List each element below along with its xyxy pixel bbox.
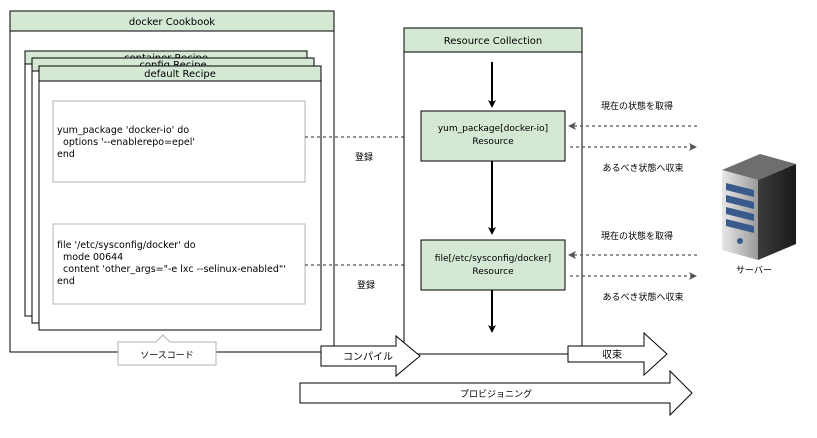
cookbook-header [9, 10, 335, 32]
resource-collection-header [403, 27, 583, 53]
compile-label: コンパイル [343, 351, 393, 363]
register-label-1: 登録 [355, 151, 373, 163]
resource-collection-title: Resource Collection [444, 36, 543, 47]
converge-state-label-1: あるべき状態へ収束 [602, 162, 683, 174]
code-block-yum: yum_package 'docker-io' do options '--en… [0, 0, 306, 183]
compile-arrow: コンパイル [320, 334, 421, 378]
recipe-title-default: default Recipe [144, 69, 216, 80]
source-code-callout: ソースコード [117, 334, 217, 366]
cookbook-title: docker Cookbook [129, 17, 215, 28]
code-line: content 'other_args="-e lxc --selinux-en… [57, 264, 286, 275]
server-icon [722, 154, 796, 260]
provisioning-label: プロビジョニング [460, 388, 532, 400]
register-arrows: 登録 登録 [305, 133, 422, 291]
code-line: options '--enablerepo=epel' [57, 137, 195, 148]
state-arrows: 現在の状態を取得 あるべき状態へ収束 現在の状態を取得 あるべき状態へ収束 [568, 100, 697, 303]
get-current-state-label-1: 現在の状態を取得 [601, 100, 673, 112]
code-line: file '/etc/sysconfig/docker' do [57, 240, 196, 251]
resource-type: Resource [472, 267, 514, 277]
svg-text:file '/etc/sysconfig/docker' d: file '/etc/sysconfig/docker' do mode 006… [57, 240, 289, 287]
resource-file [420, 239, 566, 291]
converge-phase-label: 収束 [602, 349, 622, 361]
code-line: yum_package 'docker-io' do [57, 125, 189, 136]
code-line: end [57, 276, 75, 287]
server-label: サーバー [736, 265, 772, 276]
resource-name: yum_package[docker-io] [438, 124, 548, 134]
svg-text:yum_package 'docker-io' do: yum_package 'docker-io' do options '--en… [0, 0, 216, 160]
resource-collection: Resource Collection yum_package[docker-i… [403, 27, 583, 355]
resource-yum-package [420, 110, 566, 162]
get-current-state-label-2: 現在の状態を取得 [601, 230, 673, 242]
resource-name: file[/etc/sysconfig/docker] [435, 254, 551, 264]
register-label-2: 登録 [357, 279, 375, 291]
resource-type: Resource [472, 137, 514, 147]
code-line: end [57, 149, 75, 160]
code-block-file: file '/etc/sysconfig/docker' do mode 006… [52, 223, 306, 305]
source-code-label: ソースコード [140, 351, 194, 361]
provisioning-arrow: プロビジョニング [299, 369, 693, 417]
code-line: mode 00644 [57, 252, 123, 263]
converge-phase-arrow: 収束 [567, 331, 668, 377]
converge-state-label-2: あるべき状態へ収束 [602, 291, 683, 303]
